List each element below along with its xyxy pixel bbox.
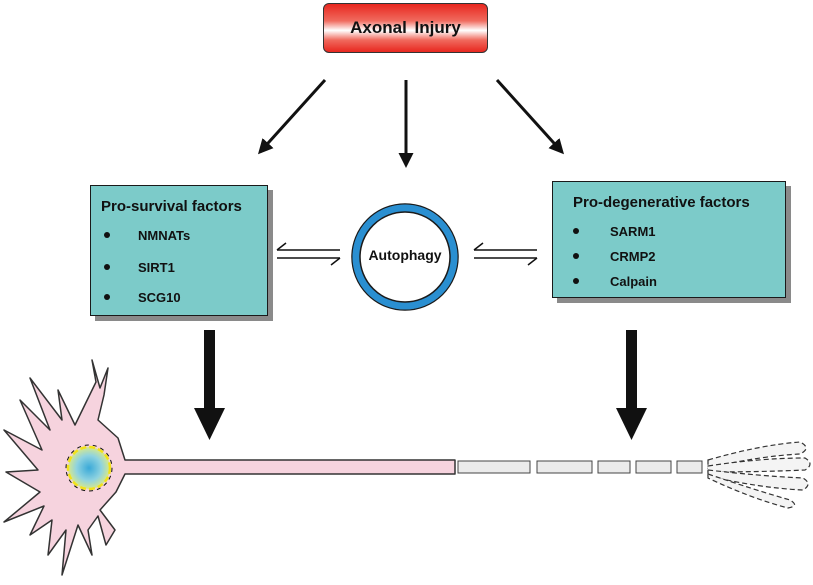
axonal-injury-label: Axonal Injury xyxy=(350,18,461,37)
nucleus-outline xyxy=(65,444,113,492)
equilibrium-arrows-left xyxy=(276,242,341,266)
arrow-injury-to-survival xyxy=(257,78,327,155)
bullet-icon xyxy=(104,294,110,300)
bullet-icon xyxy=(573,228,579,234)
pro-survival-box: Pro-survival factors NMNATs SIRT1 SCG10 xyxy=(90,185,268,316)
pro-survival-item: SCG10 xyxy=(138,290,181,305)
neuron xyxy=(3,359,811,576)
pro-degenerative-item: SARM1 xyxy=(610,224,656,239)
pro-survival-item: SIRT1 xyxy=(138,260,175,275)
axonal-injury-box: Axonal Injury xyxy=(323,3,488,53)
axon-fragment xyxy=(597,460,631,474)
pro-survival-item: NMNATs xyxy=(138,228,191,243)
autophagy-ring-inner xyxy=(359,211,451,303)
nucleus xyxy=(66,445,112,491)
arrow-degenerative-to-axon xyxy=(616,330,647,440)
neuron-soma xyxy=(3,359,456,576)
pro-degenerative-item: CRMP2 xyxy=(610,249,656,264)
axon-fragment xyxy=(635,460,672,474)
equilibrium-arrows-right xyxy=(473,242,538,266)
pro-degenerative-box: Pro-degenerative factors SARM1 CRMP2 Cal… xyxy=(552,181,786,298)
axon-fragment xyxy=(676,460,703,474)
pro-degenerative-item: Calpain xyxy=(610,274,657,289)
pro-survival-title: Pro-survival factors xyxy=(101,198,242,215)
autophagy-ring-color xyxy=(352,204,458,310)
pro-degenerative-title: Pro-degenerative factors xyxy=(573,194,750,211)
bullet-icon xyxy=(573,278,579,284)
bullet-icon xyxy=(573,253,579,259)
degenerating-terminal xyxy=(707,441,811,509)
arrow-injury-to-degenerative xyxy=(495,78,565,155)
bullet-icon xyxy=(104,232,110,238)
arrow-survival-to-neuron xyxy=(194,330,225,440)
axon-fragment xyxy=(457,460,531,474)
autophagy-label: Autophagy xyxy=(368,247,442,263)
axon-fragment xyxy=(536,460,593,474)
bullet-icon xyxy=(104,264,110,270)
